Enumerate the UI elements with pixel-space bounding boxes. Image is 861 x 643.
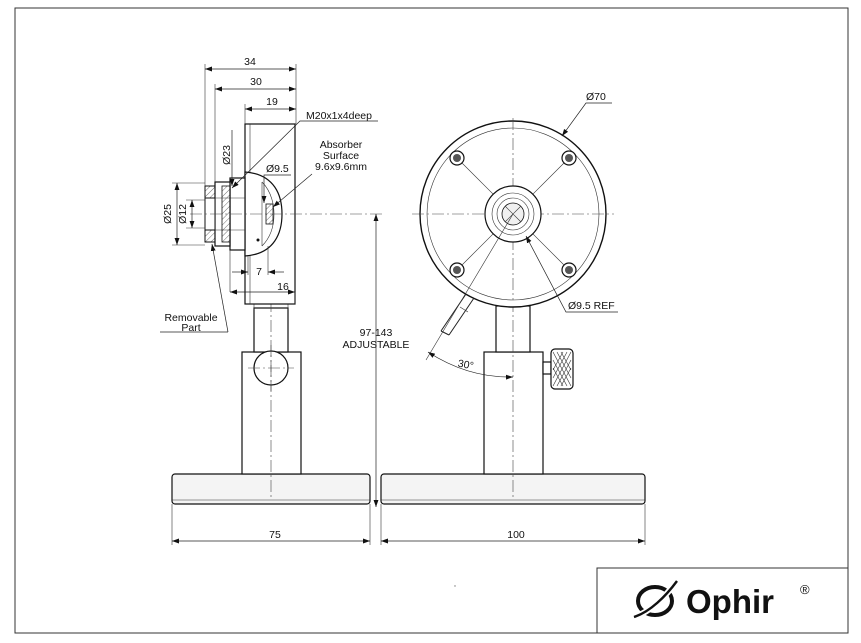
drawing-border (14, 7, 849, 634)
side-view: 34 30 19 M20x1x4deep Ø23 Absorber Surfac… (160, 56, 409, 545)
dim-75: 75 (269, 529, 281, 541)
dim-height-2: ADJUSTABLE (343, 339, 410, 351)
dim-dia9-5: Ø9.5 (266, 163, 289, 175)
ophir-logo-icon (633, 580, 679, 619)
title-block: Ophir ® (596, 567, 849, 634)
brand-name: Ophir (686, 583, 774, 620)
dim-dia23: Ø23 (221, 145, 233, 165)
absorber-label-2: Surface (323, 150, 359, 162)
mounting-hole-tl (449, 150, 465, 166)
cable-outlet (440, 293, 475, 336)
angle-30: 30° (457, 358, 475, 373)
removable-label-2: Part (181, 322, 200, 334)
mounting-hole-tr (561, 150, 577, 166)
absorber-label-1: Absorber (320, 139, 363, 151)
dim-30: 30 (250, 76, 262, 88)
dim-height-1: 97-143 (360, 327, 393, 339)
dim-dia25: Ø25 (162, 204, 174, 224)
absorber-label-3: 9.6x9.6mm (315, 161, 367, 173)
mounting-hole-br (561, 262, 577, 278)
front-view: Ø70 Ø9.5 REF 30° 100 (380, 91, 646, 545)
dim-19: 19 (266, 96, 278, 108)
registered-mark: ® (800, 582, 810, 597)
dim-dia12: Ø12 (177, 204, 189, 224)
removable-label-1: Removable (164, 312, 217, 324)
dim-7: 7 (256, 266, 262, 278)
dim-100: 100 (507, 529, 525, 541)
front-post (483, 351, 544, 475)
thread-callout: M20x1x4deep (306, 110, 372, 122)
knurl-pattern (552, 351, 572, 387)
dim-34: 34 (244, 56, 256, 68)
dim-16: 16 (277, 281, 289, 293)
dim-dia70: Ø70 (586, 91, 606, 103)
mounting-hole-bl (449, 262, 465, 278)
dim-dia9-5-ref: Ø9.5 REF (568, 300, 615, 312)
